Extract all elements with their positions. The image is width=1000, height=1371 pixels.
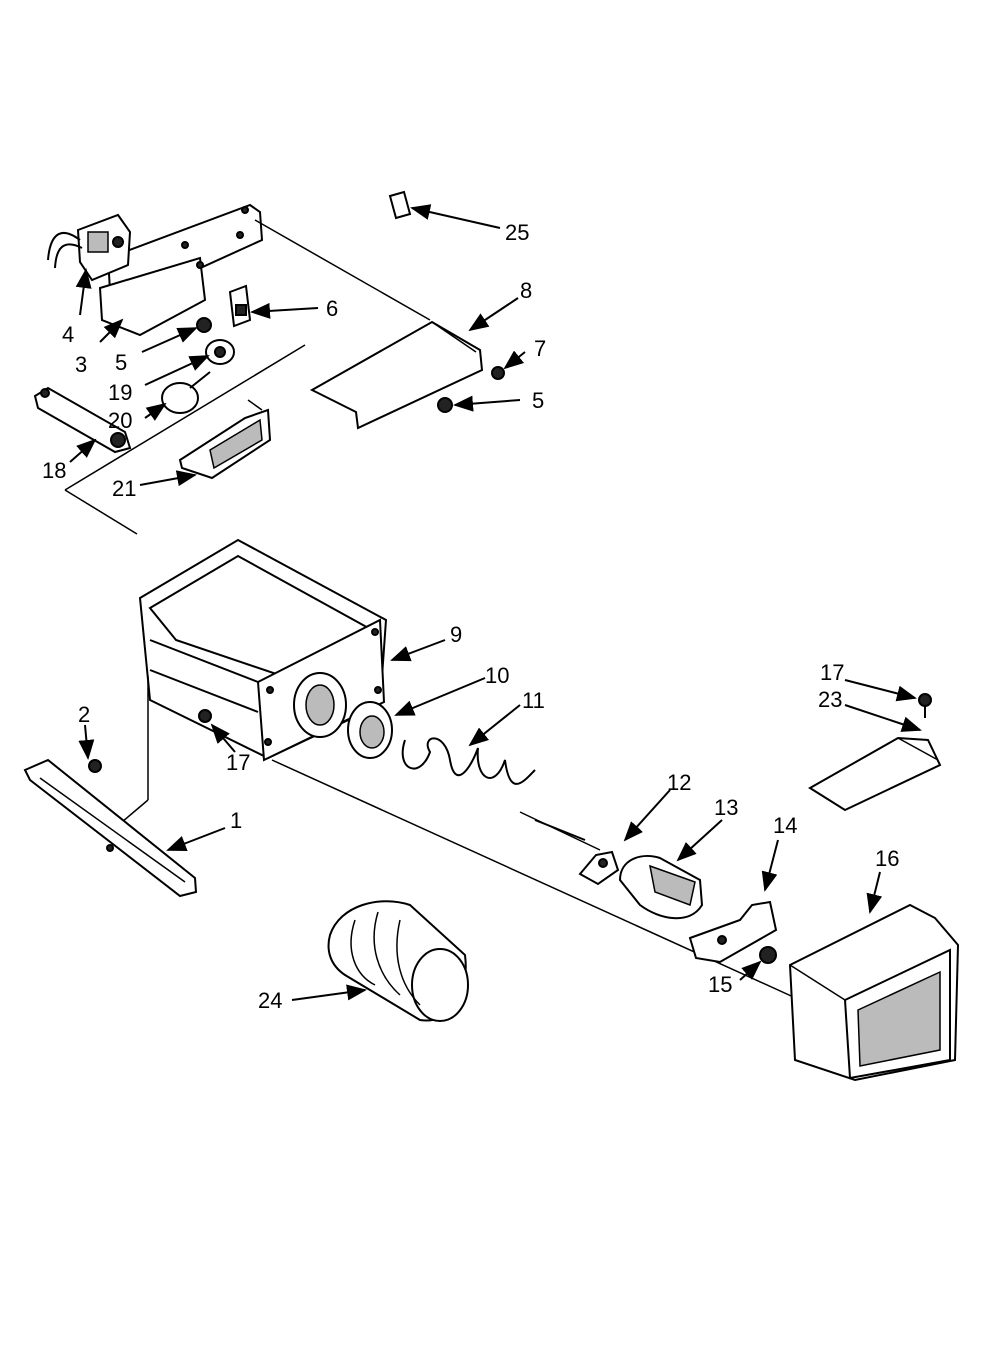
screw-part-2 [88, 759, 102, 773]
callout-11: 11 [522, 688, 545, 713]
callout-20: 20 [108, 408, 132, 433]
callout-2: 2 [78, 702, 90, 727]
callout-labels: 25 8 6 7 5 4 3 5 19 20 18 21 9 10 11 2 1… [42, 220, 899, 1013]
callout-17-left: 17 [226, 750, 250, 775]
switch-bracket-part [228, 284, 252, 328]
bearing-part [205, 339, 235, 365]
callout-9: 9 [450, 622, 462, 647]
callout-4: 4 [62, 322, 74, 347]
callout-21: 21 [112, 476, 136, 501]
grill-cover-part [178, 399, 272, 480]
callout-6: 6 [326, 296, 338, 321]
callout-15: 15 [708, 972, 732, 997]
drive-part [578, 850, 620, 886]
callout-10: 10 [485, 663, 509, 688]
door-part [618, 855, 704, 920]
callout-23: 23 [818, 687, 842, 712]
leader-arrows [69, 204, 922, 1001]
screw-part-17-left [198, 709, 212, 723]
callout-14: 14 [773, 813, 797, 838]
bracket-part [688, 900, 778, 964]
crank-arm-part [33, 386, 132, 454]
screw-part-5-upper [196, 317, 212, 333]
callout-12: 12 [667, 770, 691, 795]
callout-5-left: 5 [115, 350, 127, 375]
callout-1: 1 [230, 808, 242, 833]
cover-plate-part [309, 320, 484, 430]
guide-lines-upper [64, 344, 306, 535]
clip-part [388, 190, 412, 220]
screw-part-17-right [918, 693, 932, 718]
front-cover-part [788, 903, 960, 1082]
callout-8: 8 [520, 278, 532, 303]
callout-3: 3 [75, 352, 87, 377]
duct-part [327, 900, 469, 1022]
callout-24: 24 [258, 988, 282, 1013]
seal-part [347, 701, 393, 759]
screw-part-7 [491, 366, 505, 380]
spring-part [401, 737, 586, 841]
mounting-plate [98, 203, 431, 337]
callout-5-right: 5 [532, 388, 544, 413]
callout-17-right: 17 [820, 660, 844, 685]
callout-25: 25 [505, 220, 529, 245]
motor-part [47, 213, 132, 282]
ice-bucket-part [138, 538, 388, 762]
callout-19: 19 [108, 380, 132, 405]
rail-part [23, 758, 198, 898]
auger-part [161, 371, 211, 414]
screw-part-15 [759, 946, 777, 964]
mount-plate-part [808, 736, 942, 812]
callout-7: 7 [534, 336, 546, 361]
callout-18: 18 [42, 458, 66, 483]
callout-13: 13 [714, 795, 738, 820]
callout-16: 16 [875, 846, 899, 871]
